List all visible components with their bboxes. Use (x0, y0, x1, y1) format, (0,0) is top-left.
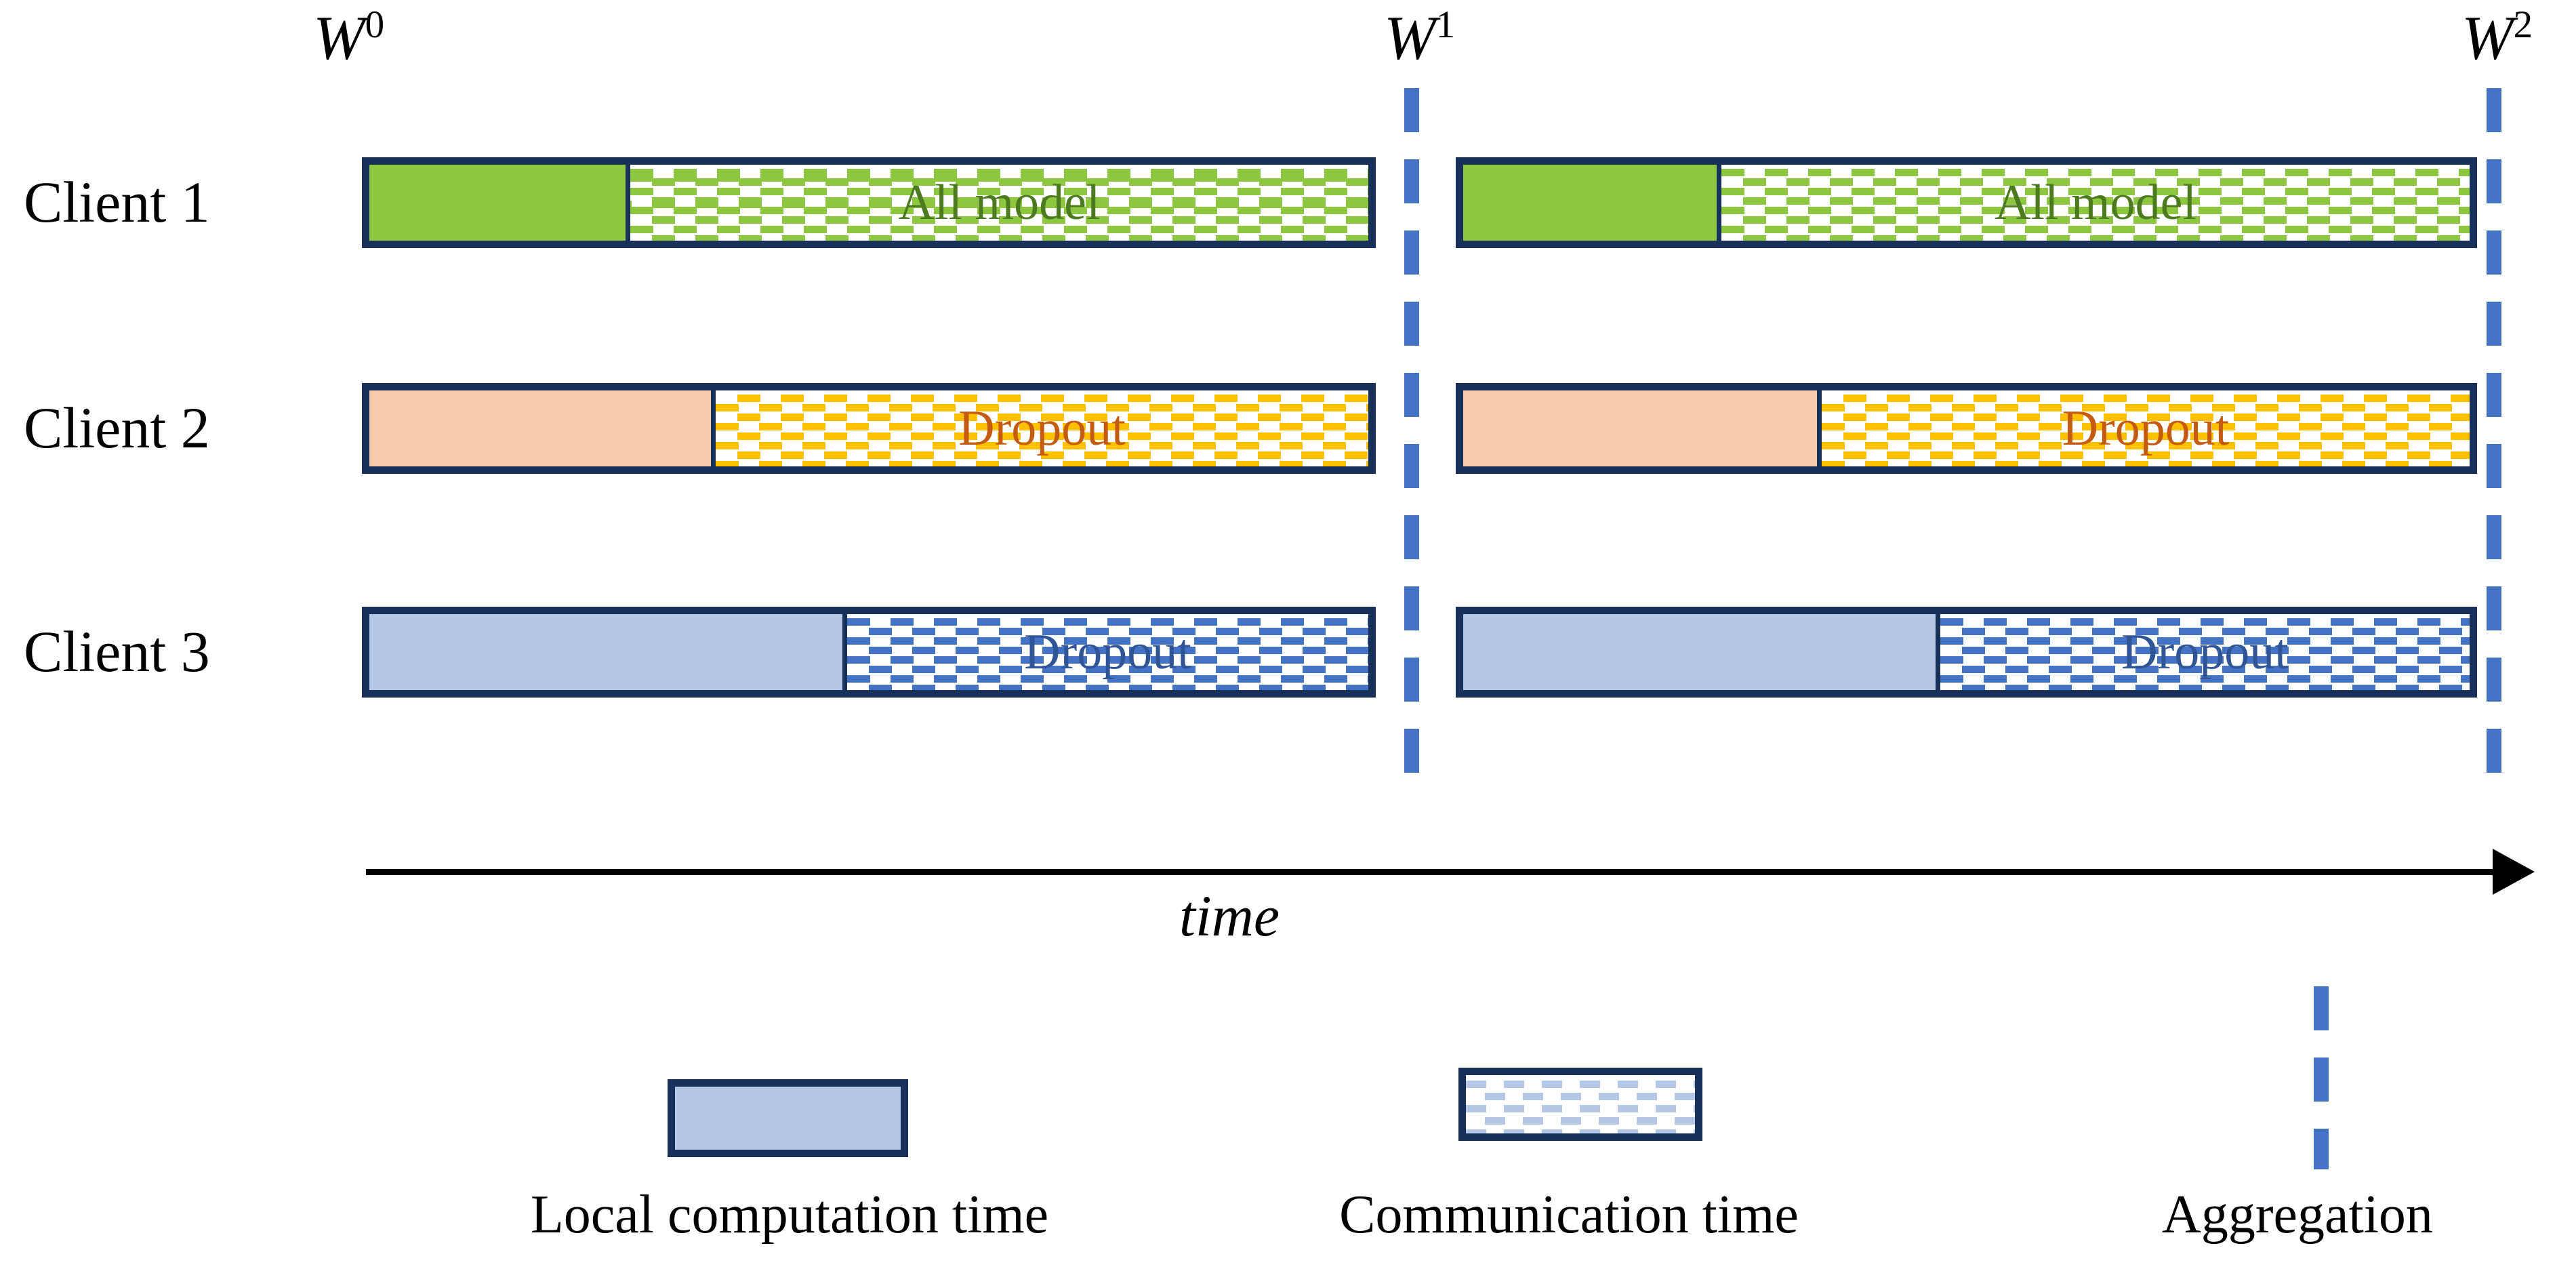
aggregation-line-w1 (1404, 88, 1419, 800)
hatch-pattern (1822, 390, 2470, 466)
legend-swatch-aggregation (2314, 986, 2329, 1169)
hatch-pattern (847, 614, 1368, 690)
communication-segment: Dropout (842, 614, 1368, 690)
legend-label-communication-time: Communication time (1339, 1185, 1799, 1245)
hatch-pattern (1466, 1075, 1695, 1133)
segment-label: Dropout (2062, 401, 2230, 456)
communication-segment: Dropout (1817, 390, 2470, 466)
round-marker-w1: W1 (1384, 5, 1455, 69)
segment-label: Dropout (1024, 624, 1191, 680)
communication-segment: All model (1717, 165, 2470, 241)
aggregation-line-w2 (2487, 88, 2501, 800)
bar-client1-round2: All model (1456, 157, 2477, 248)
client-label-3: Client 3 (24, 619, 210, 684)
segment-label: All model (898, 175, 1101, 230)
round-marker-w0-base: W (313, 3, 365, 73)
communication-segment: All model (626, 165, 1368, 241)
round-marker-w2: W2 (2461, 5, 2533, 69)
time-axis-line (366, 869, 2494, 875)
local-computation-segment (1463, 165, 1717, 241)
segment-label: Dropout (958, 401, 1126, 456)
bar-client2-round2: Dropout (1456, 383, 2477, 474)
bar-client3-round2: Dropout (1456, 607, 2477, 698)
segment-label: All model (1994, 175, 2197, 230)
hatch-pattern (1721, 165, 2470, 241)
local-computation-segment (1463, 614, 1936, 690)
round-marker-w0-exponent: 0 (365, 3, 385, 46)
bar-client1-round1: All model (362, 157, 1376, 248)
local-computation-segment (369, 614, 842, 690)
round-marker-w2-exponent: 2 (2513, 3, 2533, 46)
hatch-pattern (630, 165, 1368, 241)
round-marker-w2-base: W (2461, 3, 2514, 73)
local-computation-segment (369, 390, 711, 466)
legend-swatch-communication-time (1458, 1068, 1702, 1141)
hatch-pattern (716, 390, 1368, 466)
client-label-2: Client 2 (24, 395, 210, 460)
round-marker-w0: W0 (313, 5, 384, 69)
bar-client2-round1: Dropout (362, 383, 1376, 474)
round-marker-w1-exponent: 1 (1435, 3, 1456, 46)
communication-segment: Dropout (711, 390, 1368, 466)
round-marker-w1-base: W (1384, 3, 1436, 73)
bar-client3-round1: Dropout (362, 607, 1376, 698)
legend-label-local-computation-time: Local computation time (530, 1185, 1049, 1245)
local-computation-segment (369, 165, 626, 241)
time-axis-label: time (1179, 883, 1280, 948)
communication-segment: Dropout (1936, 614, 2470, 690)
hatch-pattern (1940, 614, 2470, 690)
segment-label: Dropout (2121, 624, 2289, 680)
client-label-1: Client 1 (24, 169, 210, 235)
time-axis-arrowhead (2493, 849, 2535, 895)
local-computation-segment (1463, 390, 1817, 466)
legend-label-aggregation: Aggregation (2162, 1185, 2433, 1245)
legend-swatch-local-computation-time (668, 1079, 908, 1157)
